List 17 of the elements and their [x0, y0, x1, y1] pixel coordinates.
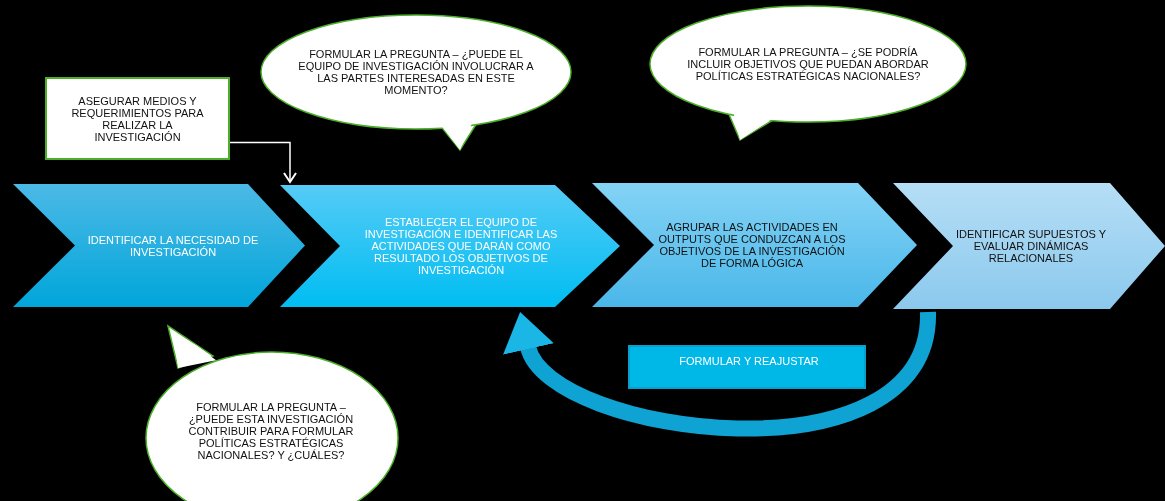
arrow [229, 141, 297, 183]
step-label: AGRUPAR LAS ACTIVIDADES EN OUTPUTS QUE CONDUZCAN A LOS OBJETIVOS DE LA INVESTIGACIÓN DE FORMA LÓGICA [657, 221, 847, 269]
box-label: ASEGURAR MEDIOS Y REQUERIMIENTOS PARA REALIZAR LA INVESTIGACIÓN [70, 94, 205, 143]
curved-arrow [506, 310, 936, 437]
question-text: FORMULAR LA PREGUNTA – ¿SE PODRÍA INCLUIR OBJETIVOS QUE PUEDAN ABORDAR POLÍTICAS ESTRATÉGICAS NACIONALES? [686, 46, 930, 82]
question-text: FORMULAR LA PREGUNTA – ¿PUEDE ESTA INVESTIGACIÓN CONTRIBUIR PARA FORMULAR POLÍTICAS ESTRATÉGICAS NACIONALES? Y ¿CUÁLES? [187, 401, 355, 461]
step-label: ESTABLECER EL EQUIPO DE INVESTIGACIÓN E IDENTIFICAR LAS ACTIVIDADES QUE DARÁN COMO RESULTADO LOS OBJETIVOS DE INVESTIGACIÓN [363, 216, 559, 276]
question-text: FORMULAR LA PREGUNTA – ¿PUEDE EL EQUIPO DE INVESTIGACIÓN INVOLUCRAR A LAS PARTES INTERESADAS EN ESTE MOMENTO? [298, 48, 534, 96]
process-box [45, 77, 230, 160]
step-label: IDENTIFICAR SUPUESTOS Y EVALUAR DINÁMICAS RELACIONALES [955, 228, 1107, 264]
chevron-step [592, 183, 917, 307]
chevron-step [13, 184, 305, 307]
box-label: FORMULAR Y REAJUSTAR [679, 355, 819, 367]
chevron-step [893, 183, 1165, 309]
chevron-step [280, 185, 620, 307]
process-box [628, 345, 866, 389]
step-label: IDENTIFICAR LA NECESIDAD DE INVESTIGACIÓN [86, 233, 260, 258]
